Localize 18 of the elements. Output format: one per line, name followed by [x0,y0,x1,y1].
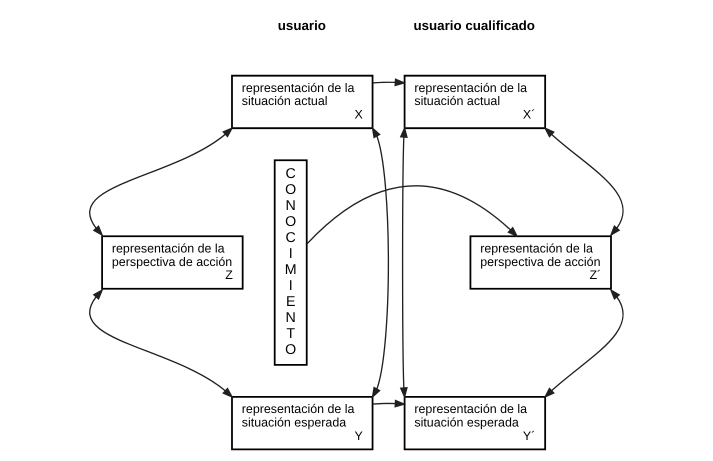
label: usuario cualificado [413,18,535,33]
arrow [372,399,406,408]
node-box: representación de la perspectiva de acción Z´ [470,235,612,290]
node-box: representación de la situación esperada Y [231,396,374,450]
node-box: representación de la perspectiva de acción Z [101,235,244,290]
arrow [372,78,406,86]
node-box: representación de la situación actual X´ [404,74,546,130]
label: usuario [278,18,326,33]
node-box: representación de la situación actual X [231,74,374,130]
arrow [306,185,518,244]
arrow [372,126,390,399]
arrow [400,126,408,399]
node-box: CONOCIMIENTO [274,159,308,366]
arrow [90,288,234,398]
arrow [544,126,624,236]
node-box: representación de la situación esperada Y´ [404,396,546,450]
arrow [90,126,234,236]
arrow [544,288,624,398]
